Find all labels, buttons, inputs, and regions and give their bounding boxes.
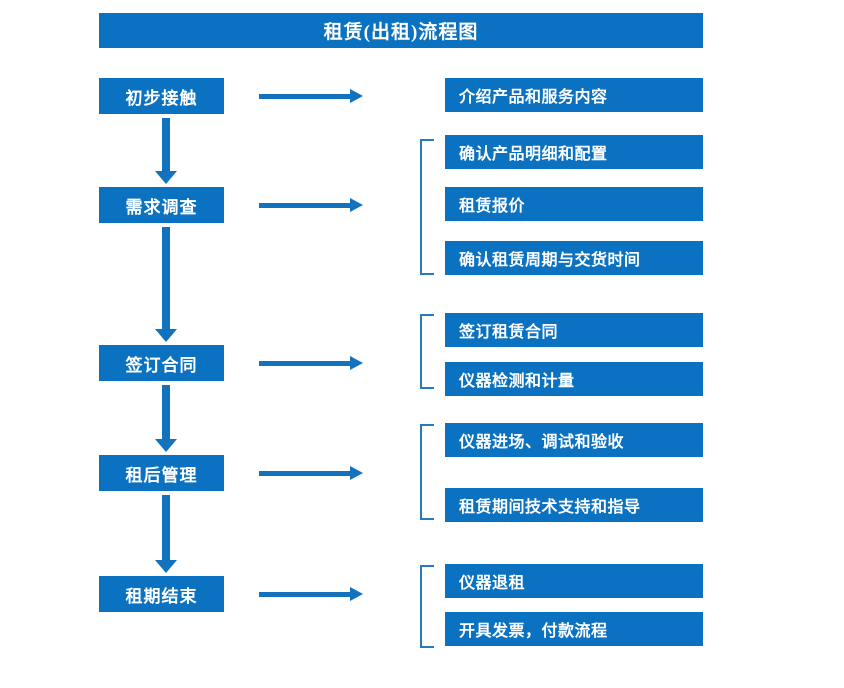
task-box-3-1[interactable]: 签订租赁合同 [445, 313, 703, 347]
stage-box-3[interactable]: 签订合同 [99, 345, 224, 381]
group-bracket-3 [420, 314, 434, 389]
group-bracket-4 [420, 424, 434, 520]
group-bracket-2 [420, 139, 434, 275]
arrow-down-icon-1 [155, 118, 177, 184]
arrow-down-icon-2 [155, 227, 177, 342]
arrow-right-icon-5 [259, 587, 363, 601]
group-bracket-5 [420, 565, 434, 648]
arrow-down-icon-3 [155, 385, 177, 452]
diagram-title: 租赁(出租)流程图 [99, 13, 703, 48]
task-box-2-2[interactable]: 租赁报价 [445, 187, 703, 221]
task-box-4-1[interactable]: 仪器进场、调试和验收 [445, 423, 703, 457]
arrow-right-icon-1 [259, 89, 363, 103]
arrow-right-icon-3 [259, 356, 363, 370]
stage-box-5[interactable]: 租期结束 [99, 576, 224, 612]
arrow-down-icon-4 [155, 495, 177, 573]
task-box-2-3[interactable]: 确认租赁周期与交货时间 [445, 241, 703, 275]
arrow-right-icon-2 [259, 198, 363, 212]
task-box-5-1[interactable]: 仪器退租 [445, 564, 703, 598]
task-box-4-2[interactable]: 租赁期间技术支持和指导 [445, 488, 703, 522]
stage-box-1[interactable]: 初步接触 [99, 78, 224, 114]
arrow-right-icon-4 [259, 466, 363, 480]
stage-box-4[interactable]: 租后管理 [99, 455, 224, 491]
stage-box-2[interactable]: 需求调查 [99, 187, 224, 223]
task-box-3-2[interactable]: 仪器检测和计量 [445, 362, 703, 396]
task-box-5-2[interactable]: 开具发票，付款流程 [445, 612, 703, 646]
task-box-1-1[interactable]: 介绍产品和服务内容 [445, 78, 703, 112]
task-box-2-1[interactable]: 确认产品明细和配置 [445, 135, 703, 169]
